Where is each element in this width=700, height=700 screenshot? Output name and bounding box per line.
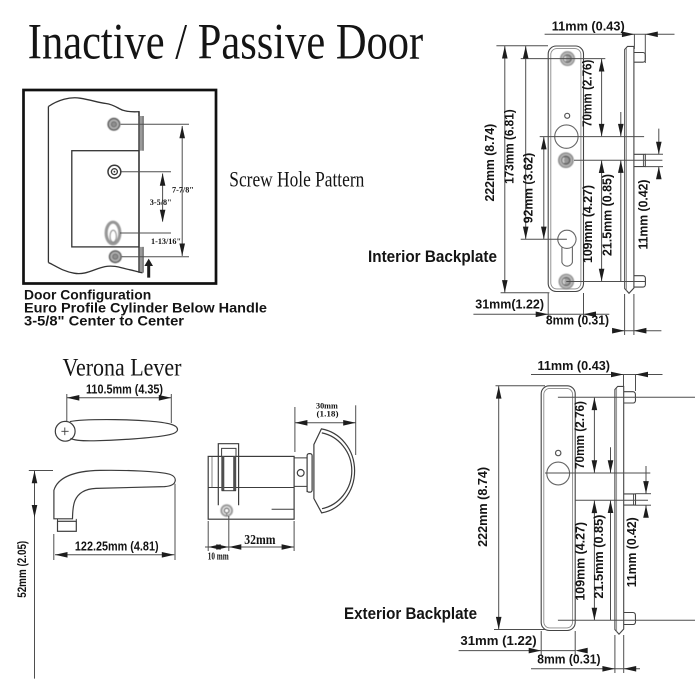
svg-text:11mm (0.43): 11mm (0.43) xyxy=(552,19,625,33)
svg-text:222mm (8.74): 222mm (8.74) xyxy=(476,467,490,547)
svg-text:3-5/8": 3-5/8" xyxy=(150,198,172,207)
svg-text:8mm (0.31): 8mm (0.31) xyxy=(537,652,600,667)
svg-text:Euro Profile Cylinder Below Ha: Euro Profile Cylinder Below Handle xyxy=(24,301,267,317)
svg-text:92mm (3.62): 92mm (3.62) xyxy=(522,153,536,223)
svg-text:30mm: 30mm xyxy=(316,401,338,411)
svg-text:1-13/16": 1-13/16" xyxy=(151,237,181,246)
svg-text:110.5mm (4.35): 110.5mm (4.35) xyxy=(86,382,163,396)
svg-text:8mm (0.31): 8mm (0.31) xyxy=(546,313,609,328)
svg-text:109mm (4.27): 109mm (4.27) xyxy=(573,522,587,601)
svg-text:31mm (1.22): 31mm (1.22) xyxy=(460,633,536,648)
svg-text:173mm (6.81): 173mm (6.81) xyxy=(503,109,517,184)
svg-text:32mm: 32mm xyxy=(244,533,275,548)
svg-text:11mm (0.43): 11mm (0.43) xyxy=(538,359,611,373)
svg-text:11mm (0.42): 11mm (0.42) xyxy=(637,180,651,250)
svg-text:122.25mm (4.81): 122.25mm (4.81) xyxy=(75,540,159,554)
svg-text:70mm (2.76): 70mm (2.76) xyxy=(573,401,587,469)
svg-text:21.5mm (0.85): 21.5mm (0.85) xyxy=(592,515,606,599)
svg-text:(1.18): (1.18) xyxy=(317,409,339,419)
svg-text:3-5/8" Center to Center: 3-5/8" Center to Center xyxy=(24,314,184,330)
svg-text:Inactive / Passive Door: Inactive / Passive Door xyxy=(28,15,423,71)
svg-text:109mm (4.27): 109mm (4.27) xyxy=(581,185,595,263)
svg-text:Verona Lever: Verona Lever xyxy=(63,355,183,382)
svg-text:Screw Hole Pattern: Screw Hole Pattern xyxy=(229,167,364,192)
svg-text:52mm (2.05): 52mm (2.05) xyxy=(15,541,29,598)
svg-text:Exterior Backplate: Exterior Backplate xyxy=(344,605,477,623)
svg-text:222mm (8.74): 222mm (8.74) xyxy=(483,124,497,202)
svg-text:10 mm: 10 mm xyxy=(208,551,229,562)
svg-text:21.5mm (0.85): 21.5mm (0.85) xyxy=(600,174,614,256)
svg-text:Door Configuration: Door Configuration xyxy=(24,288,151,304)
svg-text:70mm (2.76): 70mm (2.76) xyxy=(581,60,595,128)
svg-text:Interior Backplate: Interior Backplate xyxy=(368,248,497,266)
svg-text:31mm(1.22): 31mm(1.22) xyxy=(475,296,544,311)
svg-text:7-7/8": 7-7/8" xyxy=(172,185,194,194)
svg-text:11mm (0.42): 11mm (0.42) xyxy=(625,517,639,587)
